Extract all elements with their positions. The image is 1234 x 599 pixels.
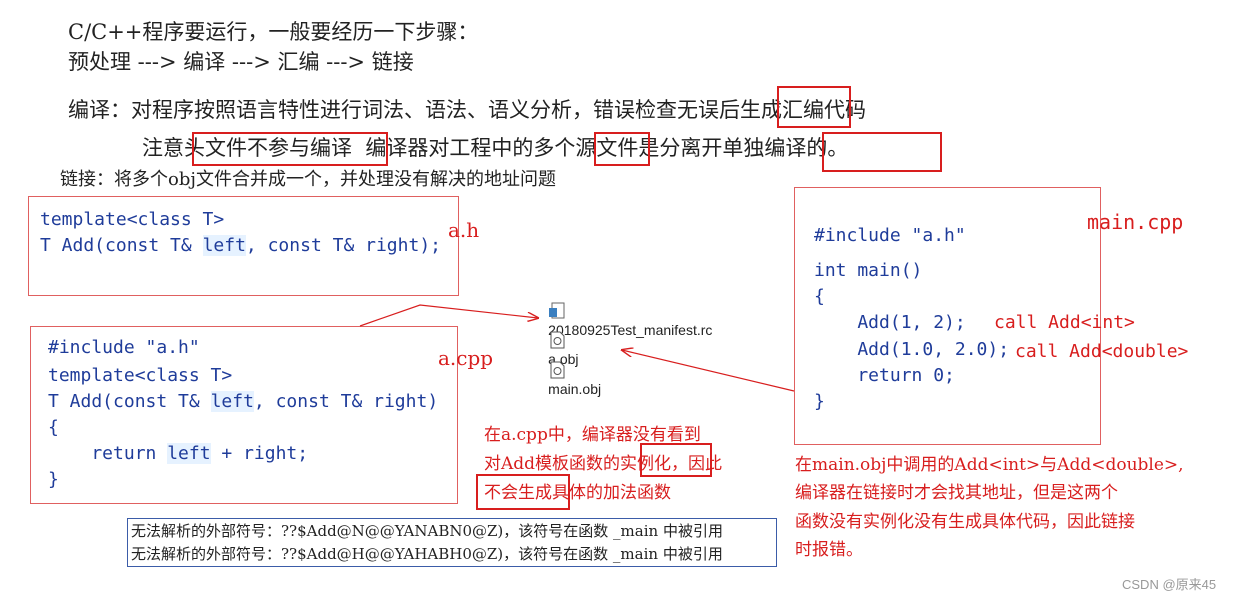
linker-error-box bbox=[127, 518, 777, 567]
main-note-line-3: 函数没有实例化没有生成具体代码，因此链接 bbox=[795, 512, 1135, 532]
highlight-no-generate-box bbox=[476, 474, 570, 510]
arrow-acpp-to-aobj bbox=[359, 304, 538, 327]
acpp-note-line-3: 不会生成具体的加法函数 bbox=[484, 480, 671, 507]
watermark: CSDN @原来45 bbox=[1122, 577, 1217, 592]
a-cpp-code-1: #include "a.h" bbox=[48, 337, 200, 358]
main-cpp-code-3: { bbox=[814, 286, 825, 307]
compile-highlight: 无误后 bbox=[677, 98, 740, 122]
highlight-separate-box bbox=[822, 132, 942, 172]
highlight-instantiate-box bbox=[640, 443, 712, 477]
rc-file-icon bbox=[549, 302, 565, 318]
acpp-note-2a: 对Add模板函数的 bbox=[484, 454, 621, 474]
compile-suffix: 生成汇编代码 bbox=[740, 98, 866, 122]
main-cpp-code-4: Add(1, 2); bbox=[814, 312, 966, 333]
a-cpp-code-6: } bbox=[48, 469, 59, 490]
main-cpp-label: main.cpp bbox=[1087, 210, 1184, 234]
obj-file-icon bbox=[550, 331, 565, 348]
link-line: 链接：将多个obj文件合并成一个，并处理没有解决的地址问题 bbox=[60, 169, 556, 190]
arrow-main-to-mainobj bbox=[622, 350, 795, 392]
file-name-main-obj: main.obj bbox=[548, 380, 602, 397]
a-cpp-code-3-pre: T Add(const T& bbox=[48, 391, 211, 412]
main-cpp-note-double: call Add<double> bbox=[1015, 341, 1189, 362]
a-h-code-2-rest: , const T& right); bbox=[245, 235, 441, 256]
a-cpp-code-3-post: , const T& right) bbox=[253, 391, 439, 412]
note-part-g: 。 bbox=[827, 136, 849, 160]
a-cpp-code-5: return left + right; bbox=[48, 441, 308, 467]
main-cpp-code-6: return 0; bbox=[814, 365, 955, 386]
highlight-header-box bbox=[192, 132, 388, 166]
file-item-a-obj[interactable]: a.obj bbox=[538, 310, 579, 368]
a-h-code-2-pre: T Add(const T& bbox=[40, 235, 203, 256]
file-name-rc: 20180925Test_manifest.rc bbox=[548, 321, 713, 338]
steps-line-2: 预处理 ---> 编译 ---> 汇编 ---> 链接 bbox=[68, 50, 414, 74]
a-h-code-1: template<class T> bbox=[40, 209, 225, 230]
acpp-note-2b: 实例化 bbox=[620, 454, 672, 474]
main-cpp-box bbox=[794, 187, 1101, 445]
a-cpp-code-2: template<class T> bbox=[48, 365, 233, 386]
note-part-f: 单独编译的 bbox=[722, 136, 828, 160]
error-line-1: 无法解析的外部符号：??$Add@N@@YANABN0@Z)，该符号在函数 _m… bbox=[131, 522, 723, 540]
highlight-multiple-box bbox=[594, 132, 650, 166]
acpp-note-line-1: 在a.cpp中，编译器没有看到 bbox=[484, 425, 701, 445]
a-h-code-2: T Add(const T& left, const T& right); bbox=[40, 233, 441, 259]
compile-line: 编译：对程序按照语言特性进行词法、语法、语义分析，错误检查无误后生成汇编代码 bbox=[68, 96, 866, 124]
acpp-note-line-2: 对Add模板函数的实例化，因此 bbox=[484, 451, 722, 478]
note-part-d: 多个 bbox=[533, 136, 576, 160]
main-note-line-1: 在main.obj中调用的Add<int>与Add<double>, bbox=[795, 455, 1184, 475]
note-part-b: 头文件不参与编译 bbox=[184, 136, 352, 160]
a-cpp-label: a.cpp bbox=[438, 346, 494, 370]
a-cpp-code-5-post: + right; bbox=[210, 443, 309, 464]
a-cpp-code-5-pre: return bbox=[48, 443, 168, 464]
acpp-note-3a: 不会生成 bbox=[484, 483, 552, 503]
file-item-main-obj[interactable]: main.obj bbox=[538, 340, 601, 398]
a-h-label: a.h bbox=[448, 218, 480, 242]
a-cpp-code-4: { bbox=[48, 417, 59, 438]
main-cpp-note-int: call Add<int> bbox=[994, 312, 1135, 333]
file-item-rc[interactable]: 20180925Test_manifest.rc bbox=[538, 281, 712, 339]
a-cpp-box bbox=[30, 326, 458, 504]
acpp-note-3b: 具体的加法函数 bbox=[552, 483, 671, 503]
highlight-no-error-box bbox=[777, 86, 851, 128]
compile-prefix: 编译：对程序按照语言特性进行词法、语法、语义分析，错误检查 bbox=[68, 98, 677, 122]
steps-line-1: C/C++程序要运行，一般要经历一下步骤： bbox=[68, 20, 479, 44]
note-part-a: 注意 bbox=[142, 136, 184, 160]
a-cpp-code-5-left: left bbox=[167, 443, 211, 464]
note-part-c: 编译器对工程中的 bbox=[352, 136, 534, 160]
error-line-2: 无法解析的外部符号：??$Add@H@@YAHABH0@Z)，该符号在函数 _m… bbox=[131, 545, 723, 563]
main-cpp-code-7: } bbox=[814, 391, 825, 412]
main-cpp-code-1: #include "a.h" bbox=[814, 225, 966, 246]
main-note-line-2: 编译器在链接时才会找其地址，但是这两个 bbox=[795, 483, 1118, 503]
main-note-line-4: 时报错。 bbox=[795, 540, 863, 560]
acpp-note-2c: ，因此 bbox=[671, 454, 723, 474]
obj-file-icon bbox=[550, 361, 565, 378]
a-h-box bbox=[28, 196, 459, 296]
a-h-code-2-left: left bbox=[202, 235, 246, 256]
main-cpp-code-2: int main() bbox=[814, 260, 923, 281]
a-cpp-code-3-left: left bbox=[210, 391, 254, 412]
main-cpp-code-5: Add(1.0, 2.0); bbox=[814, 339, 1010, 360]
a-cpp-code-3: T Add(const T& left, const T& right) bbox=[48, 389, 438, 415]
